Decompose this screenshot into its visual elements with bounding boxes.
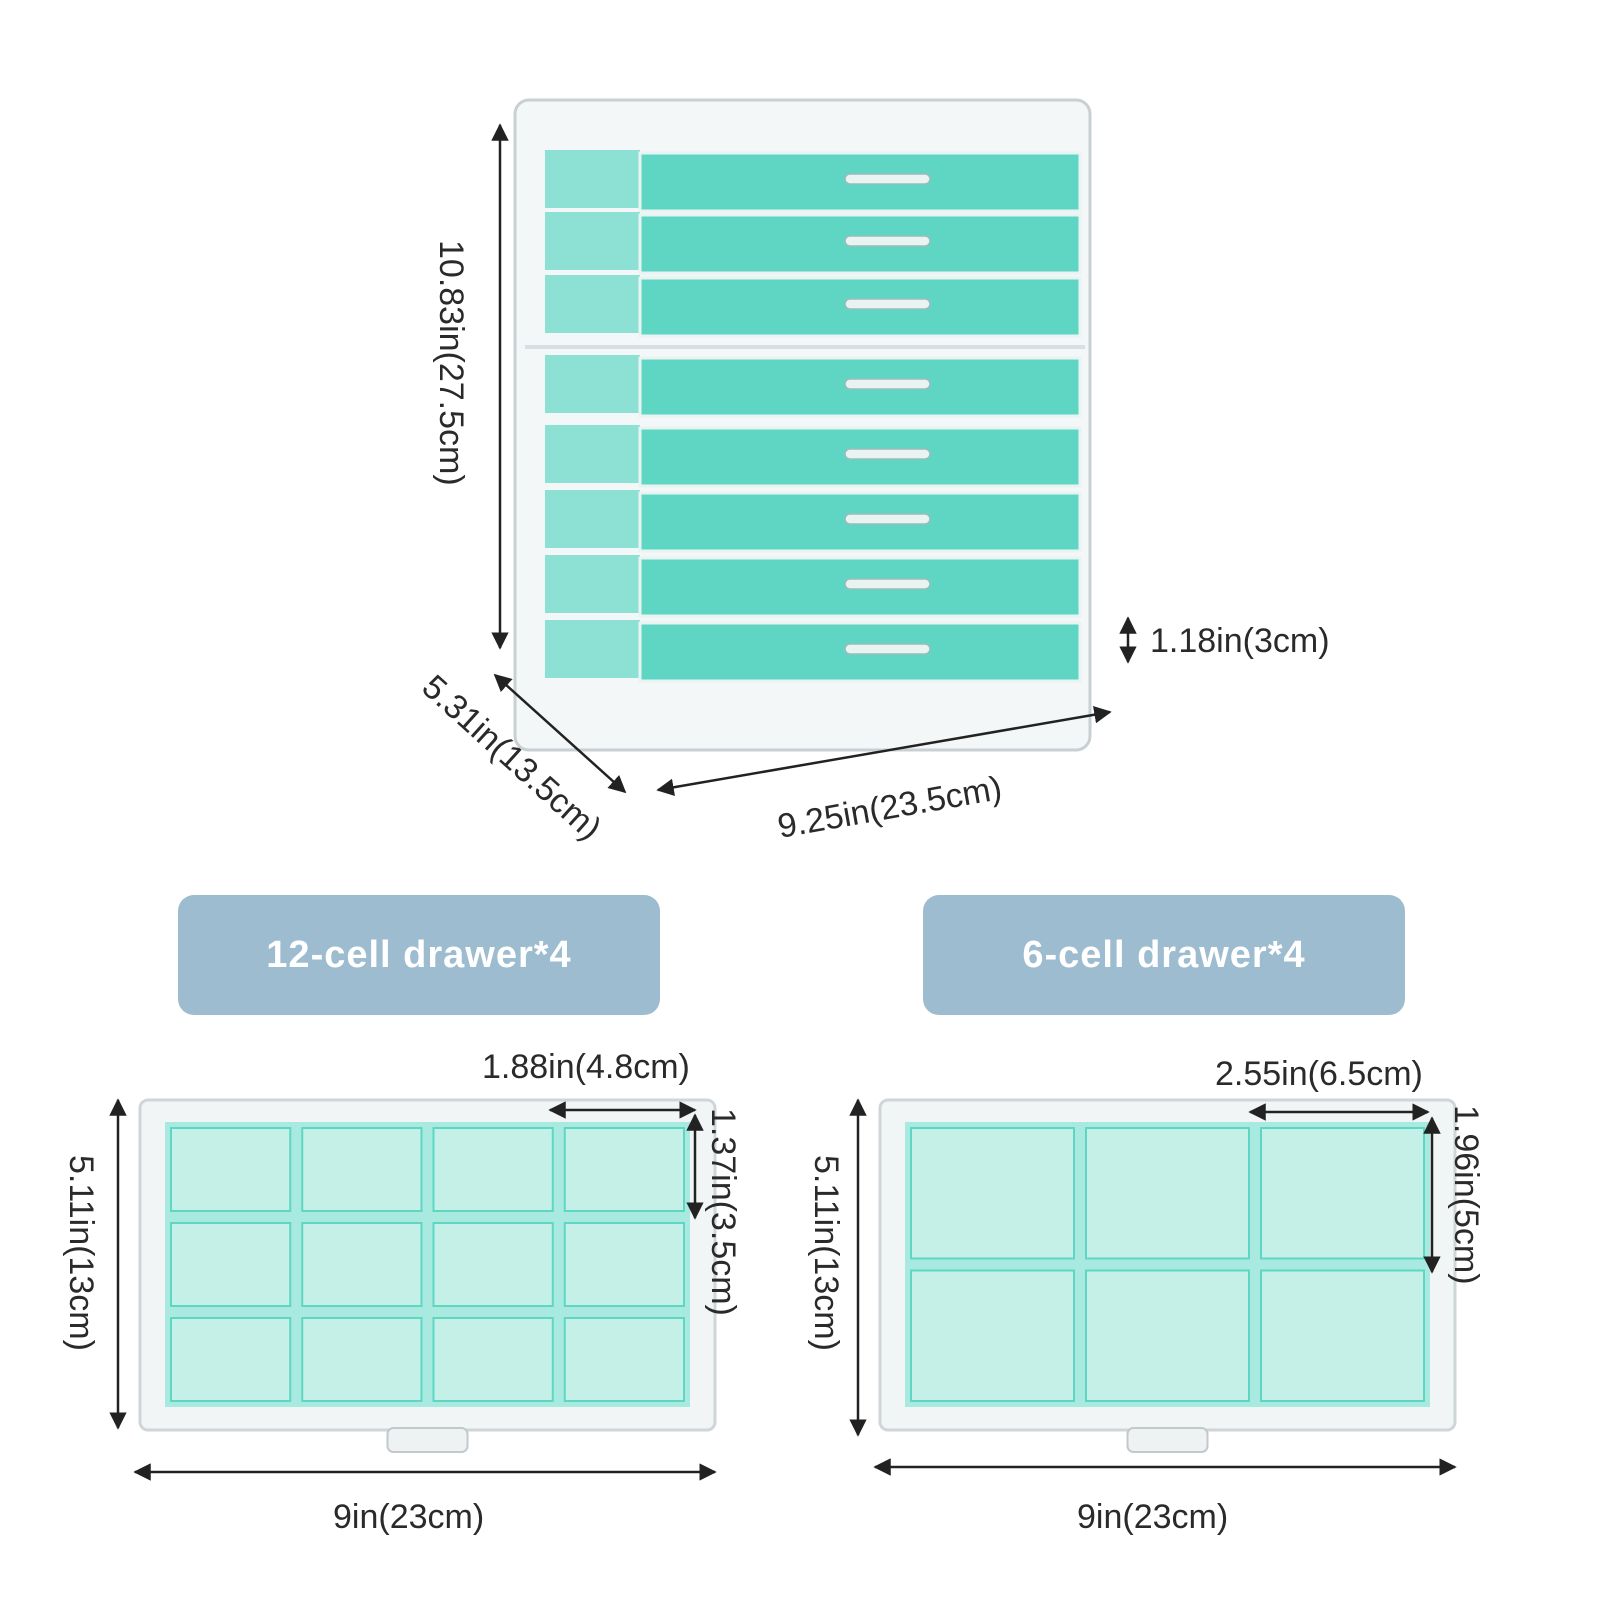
drawer-side (545, 150, 640, 208)
tray-cell (432, 1317, 554, 1402)
drawer-handle (844, 173, 931, 185)
tray1-depth-label: 5.11in(13cm) (62, 1155, 100, 1351)
tray-handle (386, 1427, 469, 1453)
drawer-handle (844, 643, 931, 655)
drawer-side (545, 275, 640, 333)
drawer-side (545, 620, 640, 678)
width-dimension-line (656, 706, 1112, 796)
tray-cell (170, 1222, 292, 1307)
tray-cell (170, 1127, 292, 1212)
depth-dimension-line (493, 673, 627, 794)
tray2-cell-height-label: 1.96in(5cm) (1447, 1105, 1485, 1285)
drawer-handle (844, 578, 931, 590)
tray1-title-badge: 12-cell drawer*4 (178, 895, 660, 1015)
drawer-handle (844, 298, 931, 310)
drawer-side (545, 425, 640, 483)
tray-cell (1260, 1269, 1425, 1402)
tray-6-cell (878, 1098, 1457, 1453)
tray-cell (432, 1222, 554, 1307)
drawer-height-label: 1.18in(3cm) (1150, 622, 1330, 660)
tray-cell (1260, 1127, 1425, 1260)
tray-cell (170, 1317, 292, 1402)
tray-cell (301, 1127, 423, 1212)
drawer-side (545, 212, 640, 270)
width-label: 9.25in(23.5cm) (775, 769, 1005, 846)
tray-cell (563, 1317, 685, 1402)
tray-handle (1126, 1427, 1209, 1453)
tray2-title-badge: 6-cell drawer*4 (923, 895, 1405, 1015)
tray-cell (563, 1222, 685, 1307)
tray1-cell-height-label: 1.37in(3.5cm) (704, 1108, 742, 1316)
tray-cell (910, 1127, 1075, 1260)
drawer-handle (844, 513, 931, 525)
drawer-side (545, 490, 640, 548)
drawer-handle (844, 235, 931, 247)
tray2-depth-label: 5.11in(13cm) (807, 1155, 845, 1351)
tray-cell (432, 1127, 554, 1212)
drawer-handle (844, 378, 931, 390)
tray1-cell-width-label: 1.88in(4.8cm) (482, 1048, 690, 1086)
tray-cell (1085, 1127, 1250, 1260)
tray-cell (1085, 1269, 1250, 1402)
tray-cell (563, 1127, 685, 1212)
height-label: 10.83in(27.5cm) (432, 240, 470, 486)
tray-12-cell (138, 1098, 717, 1453)
tray-cell (301, 1222, 423, 1307)
tray1-width-label: 9in(23cm) (333, 1498, 484, 1536)
drawer-handle (844, 448, 931, 460)
tray2-cell-width-label: 2.55in(6.5cm) (1215, 1055, 1423, 1093)
organizer-illustration (513, 98, 1092, 752)
drawer-side (545, 555, 640, 613)
drawer-side (545, 355, 640, 413)
tray-cell (301, 1317, 423, 1402)
tray-cell (910, 1269, 1075, 1402)
tray2-width-label: 9in(23cm) (1077, 1498, 1228, 1536)
